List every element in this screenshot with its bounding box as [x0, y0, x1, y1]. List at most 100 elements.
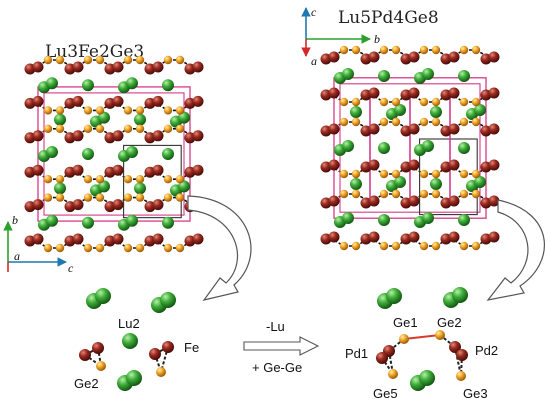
- lu-atom: [342, 68, 354, 80]
- ge-atom: [163, 175, 173, 184]
- fe-atom: [32, 233, 44, 245]
- pd-atom: [368, 87, 380, 99]
- fe-label: Fe: [184, 340, 199, 355]
- pd-atom: [368, 231, 380, 243]
- pd-atom: [448, 231, 460, 243]
- ge-atom: [175, 193, 185, 202]
- lu-atom: [134, 182, 146, 195]
- fe-atom: [32, 95, 44, 107]
- pd-atom: [408, 231, 420, 243]
- pd-atom: [328, 51, 340, 63]
- ge-atom: [471, 97, 481, 107]
- fe-atom: [72, 130, 84, 142]
- ge-atom: [456, 371, 466, 381]
- ge-atom: [163, 193, 173, 202]
- ge-atom: [135, 106, 145, 115]
- fe-atom: [192, 95, 204, 107]
- lu-atom: [394, 104, 406, 116]
- right-axis-c-label: c: [311, 5, 317, 19]
- lu-atom: [98, 180, 110, 193]
- ge-atom: [351, 241, 361, 251]
- pd-atom: [449, 341, 461, 353]
- ge-atom: [43, 175, 53, 184]
- ge-atom: [379, 97, 389, 107]
- ge-atom: [163, 124, 173, 133]
- left-curved-arrow: [187, 195, 252, 301]
- lu-atom: [458, 214, 470, 226]
- lu-atom: [422, 140, 434, 152]
- ge-atom: [175, 55, 185, 65]
- ge-atom: [459, 117, 469, 127]
- ge-atom: [96, 361, 106, 371]
- left-axes: b c a: [3, 213, 74, 275]
- ge-atom: [379, 189, 389, 199]
- pd-atom: [376, 352, 388, 364]
- ge-atom: [391, 169, 401, 179]
- ge-atom: [435, 330, 445, 340]
- pd-atom: [368, 159, 380, 171]
- ge-atom: [123, 106, 133, 115]
- pd-atom: [408, 159, 420, 171]
- pd2-label: Pd2: [475, 343, 498, 358]
- ge-atom: [163, 243, 173, 253]
- pd-atom: [448, 87, 460, 99]
- ge-atom: [95, 243, 105, 253]
- left-axis-b-label: b: [12, 213, 18, 227]
- fe-atom: [72, 233, 84, 245]
- ge-atom: [351, 45, 361, 55]
- pd-atom: [328, 195, 340, 207]
- ge-atom: [471, 117, 481, 127]
- pd-atom: [448, 123, 460, 135]
- fe-atom: [192, 61, 204, 73]
- lu-atom: [54, 113, 66, 126]
- fe-atom: [92, 342, 104, 354]
- lu2-label: Lu2: [118, 316, 140, 331]
- ge-atom: [339, 241, 349, 251]
- ge-atom: [391, 189, 401, 199]
- ge-atom: [43, 124, 53, 133]
- pd-atom: [328, 231, 340, 243]
- pd-atom: [448, 195, 460, 207]
- lu-atom: [474, 176, 486, 188]
- pd-atom: [488, 231, 500, 243]
- ge-atom: [459, 169, 469, 179]
- ge-atom: [431, 117, 441, 127]
- lu-atom: [474, 104, 486, 116]
- ge-atom: [391, 45, 401, 55]
- ge-atom: [391, 97, 401, 107]
- lu-atom: [378, 142, 390, 154]
- ge-atom: [419, 241, 429, 251]
- fe-atom: [72, 164, 84, 176]
- ge-atom: [459, 241, 469, 251]
- ge-atom: [156, 367, 166, 377]
- ge-atom: [55, 175, 65, 184]
- fe-atom: [72, 199, 84, 211]
- ge-atom: [163, 55, 173, 65]
- right-structure-title: Lu5Pd4Ge8: [338, 8, 439, 28]
- pd-atom: [408, 123, 420, 135]
- ge-atom: [55, 124, 65, 133]
- fe-atom: [162, 341, 174, 353]
- right-curved-arrow: [486, 199, 545, 301]
- pd-atom: [328, 123, 340, 135]
- ge-atom: [471, 189, 481, 199]
- pd-atom: [456, 349, 468, 361]
- ge1-label: Ge1: [393, 315, 418, 330]
- fe-atom: [112, 164, 124, 176]
- ge-atom: [123, 55, 133, 65]
- right-axis-a-label: a: [311, 54, 317, 68]
- fe-atom: [152, 233, 164, 245]
- fe-atom: [192, 130, 204, 142]
- lu-atom: [386, 288, 402, 304]
- ge-atom: [391, 241, 401, 251]
- pd-atom: [408, 51, 420, 63]
- fe-atom: [32, 164, 44, 176]
- pd1-label: Pd1: [345, 346, 368, 361]
- ge-atom: [43, 243, 53, 253]
- ge-atom: [399, 334, 409, 344]
- fe-atom: [32, 199, 44, 211]
- ge-atom: [123, 124, 133, 133]
- ge-atom: [431, 45, 441, 55]
- ge-atom: [175, 124, 185, 133]
- lu-atom: [126, 77, 138, 90]
